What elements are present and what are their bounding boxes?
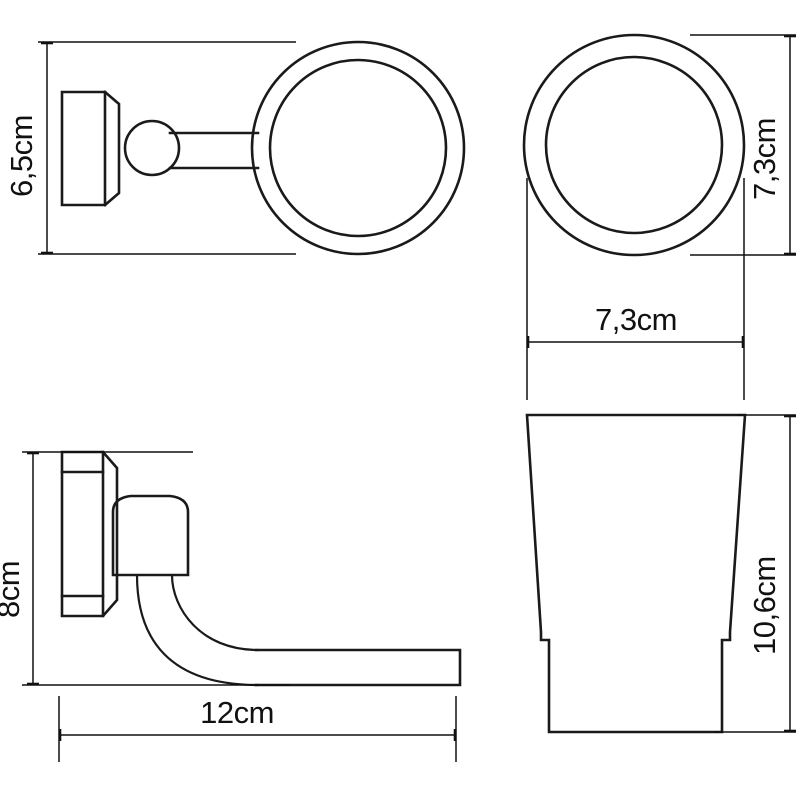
tumbler-ring-inner-circle	[544, 55, 724, 235]
connecting-arm-top-view	[168, 131, 260, 170]
ring-outer-circle	[250, 40, 466, 256]
arm-curve-inner	[135, 573, 260, 687]
wall-plate-chamfer	[103, 90, 121, 207]
tumbler-ring-outer-circle	[522, 33, 746, 257]
tumbler-ring-top-view	[522, 33, 746, 257]
stem-block-outline	[111, 494, 190, 577]
dim-label-tumbler-height-106: 10,6cm	[747, 556, 782, 655]
dim-label-ring-width-73: 7,3cm	[595, 302, 677, 337]
dim-label-depth-65: 6,5cm	[4, 115, 39, 197]
arm-curve-outer	[170, 573, 260, 652]
view-top-right-tumbler-ring: 7,3cm 7,3cm	[522, 33, 796, 400]
ring-inner-circle	[268, 58, 448, 238]
holder-ring-top-view	[250, 40, 466, 256]
dim-label-ring-height-73: 7,3cm	[747, 118, 782, 200]
dim-label-plate-height-8: 8cm	[0, 561, 26, 618]
horizontal-bar-outline	[254, 648, 462, 687]
stem-block-side-view	[111, 494, 190, 577]
view-top-left-holder: 6,5cm	[4, 40, 466, 256]
ball-joint-top-view	[123, 119, 181, 177]
wall-plate-top-view	[60, 90, 121, 207]
dim-label-projection-12: 12cm	[200, 695, 274, 730]
view-bottom-right-tumbler-front: 10,6cm	[525, 413, 796, 734]
curved-arm-side-view	[135, 573, 260, 687]
view-bottom-left-holder-side: 8cm 12cm	[0, 450, 462, 762]
horizontal-bar-side-view	[254, 648, 462, 687]
